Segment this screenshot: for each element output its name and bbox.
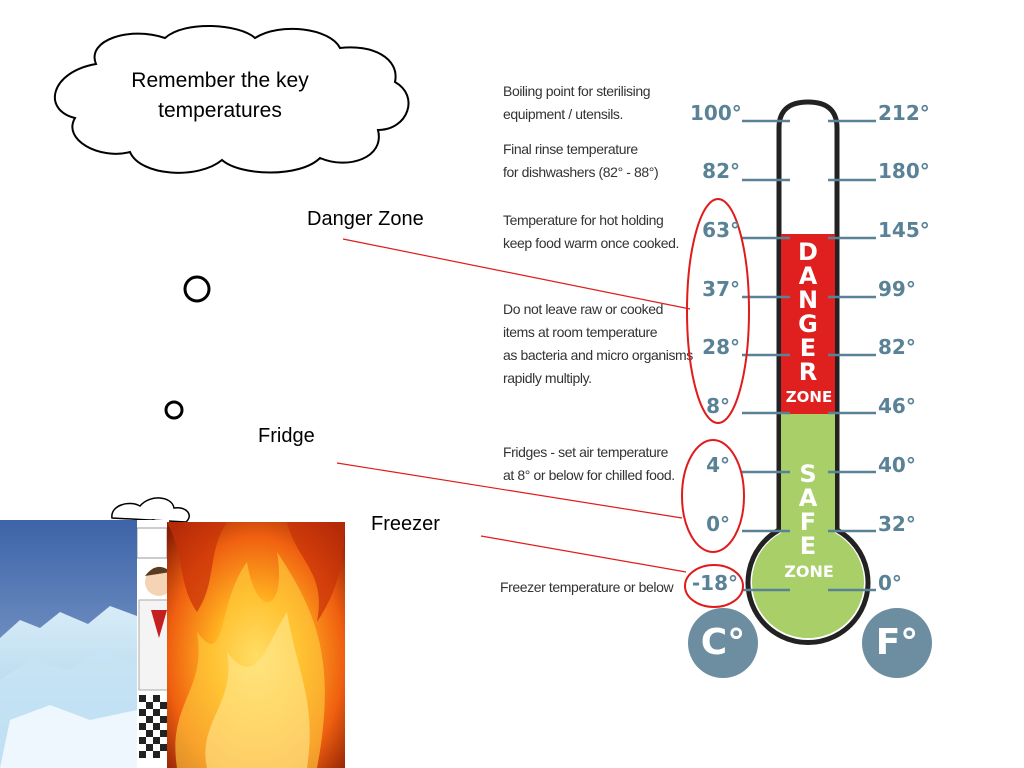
fahrenheit-tick: 212° [878,101,930,125]
celsius-badge: C° [688,608,758,678]
safe-zone-word: ZONE [784,562,834,581]
chef-image [137,520,169,768]
danger-letter: R [798,358,818,386]
safe-zone-band [752,414,864,639]
danger-letter: D [798,238,818,266]
danger-letter: G [798,310,818,338]
description-hot-holding: Temperature for hot holding keep food wa… [503,212,679,251]
celsius-tick: 82° [702,159,740,183]
celsius-tick: 0° [706,512,730,536]
fridge-pointer-line [336,462,683,519]
fahrenheit-tick: 82° [878,335,916,359]
description-room-temperature: Do not leave raw or cooked items at room… [503,301,693,386]
celsius-tick: 8° [706,394,730,418]
description-final-rinse: Final rinse temperature for dishwashers … [503,141,659,180]
danger-letter: E [799,334,817,362]
fire-photo [167,522,345,768]
danger-pointer-line [342,238,691,310]
description-fridge: Fridges - set air temperature at 8° or b… [503,444,675,483]
danger-letter: N [797,286,819,314]
danger-zone-band [781,234,835,414]
safe-letter: S [799,460,817,488]
fahrenheit-tick: 32° [878,512,916,536]
celsius-tick: 63° [702,218,740,242]
fahrenheit-tick: 46° [878,394,916,418]
celsius-tick: 37° [702,277,740,301]
freezer-range-circle [684,564,744,608]
description-freezer: Freezer temperature or below [500,579,674,595]
ice-photo [0,520,137,768]
fahrenheit-tick: 0° [878,571,902,595]
fridge-label: Fridge [258,425,315,447]
celsius-tick: 4° [706,453,730,477]
safe-letter: E [799,532,817,560]
fahrenheit-tick: 145° [878,218,930,242]
chef-thought-cloud [111,497,190,523]
danger-range-circle [686,198,750,424]
fahrenheit-tick: 180° [878,159,930,183]
cloud-shape [54,24,410,174]
celsius-tick: 100° [690,101,742,125]
cloud-text: Remember the key temperatures [131,69,309,122]
safe-letter: A [798,484,818,512]
thought-bubble-small [164,400,184,420]
fahrenheit-tick: 99° [878,277,916,301]
safe-letter: F [799,508,817,536]
description-boiling: Boiling point for sterilising equipment … [503,83,651,122]
danger-zone-label: Danger Zone [307,208,424,230]
fridge-range-circle [681,439,745,553]
fahrenheit-tick: 40° [878,453,916,477]
freezer-label: Freezer [371,513,440,535]
fahrenheit-badge: F° [862,608,932,678]
celsius-tick: -18° [691,571,738,595]
danger-letter: A [798,262,818,290]
danger-zone-word: ZONE [785,388,833,406]
celsius-tick: 28° [702,335,740,359]
thought-bubble-large [183,275,211,303]
freezer-pointer-line [480,535,687,573]
